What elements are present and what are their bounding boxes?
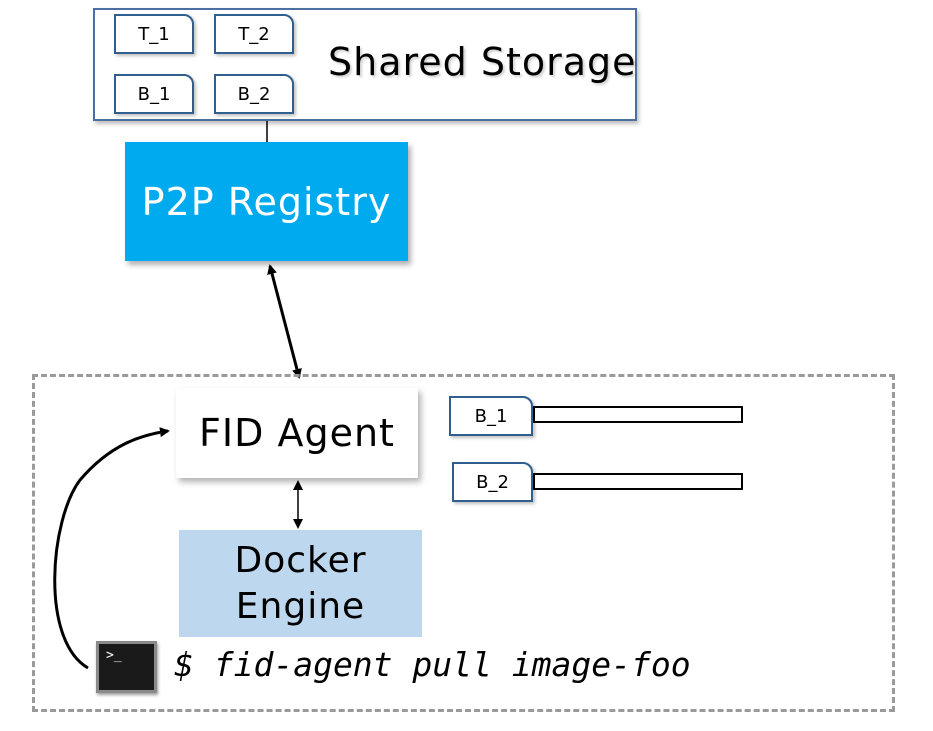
p2p-registry-label: P2P Registry xyxy=(141,179,392,224)
shared-storage-box: T_1 T_2 B_1 B_2 xyxy=(93,8,637,121)
fid-agent-box: FID Agent xyxy=(176,388,418,478)
registry-agent-arrow xyxy=(267,264,302,379)
local-blob-b2-label: B_2 xyxy=(476,471,509,493)
docker-engine-box: Docker Engine xyxy=(179,530,422,637)
terminal-icon: >_ xyxy=(96,641,157,693)
local-blob-b2-bar xyxy=(533,473,743,490)
local-blob-b1-bar xyxy=(533,406,743,423)
blob-b2: B_2 xyxy=(214,74,294,114)
terminal-prompt: >_ xyxy=(106,648,122,663)
tag-t2: T_2 xyxy=(214,14,294,54)
blob-b1-label: B_1 xyxy=(137,83,171,105)
local-blob-b1: B_1 xyxy=(449,396,533,436)
docker-engine-line1: Docker xyxy=(234,539,367,581)
local-blob-b2: B_2 xyxy=(452,462,533,502)
docker-engine-line2: Engine xyxy=(235,585,366,627)
host-region xyxy=(32,374,895,712)
terminal-command: $ fid-agent pull image-foo xyxy=(174,645,691,684)
fid-agent-label: FID Agent xyxy=(199,411,395,455)
shared-storage-title: Shared Storage xyxy=(328,40,637,84)
local-blob-b1-label: B_1 xyxy=(474,405,508,427)
blob-b1: B_1 xyxy=(114,74,194,114)
tag-t2-label: T_2 xyxy=(238,23,270,45)
tag-t1: T_1 xyxy=(114,14,194,54)
terminal-agent-arrow xyxy=(53,427,170,670)
blob-b2-label: B_2 xyxy=(237,83,271,105)
tag-t1-label: T_1 xyxy=(138,23,170,45)
p2p-registry-box: P2P Registry xyxy=(125,142,408,261)
